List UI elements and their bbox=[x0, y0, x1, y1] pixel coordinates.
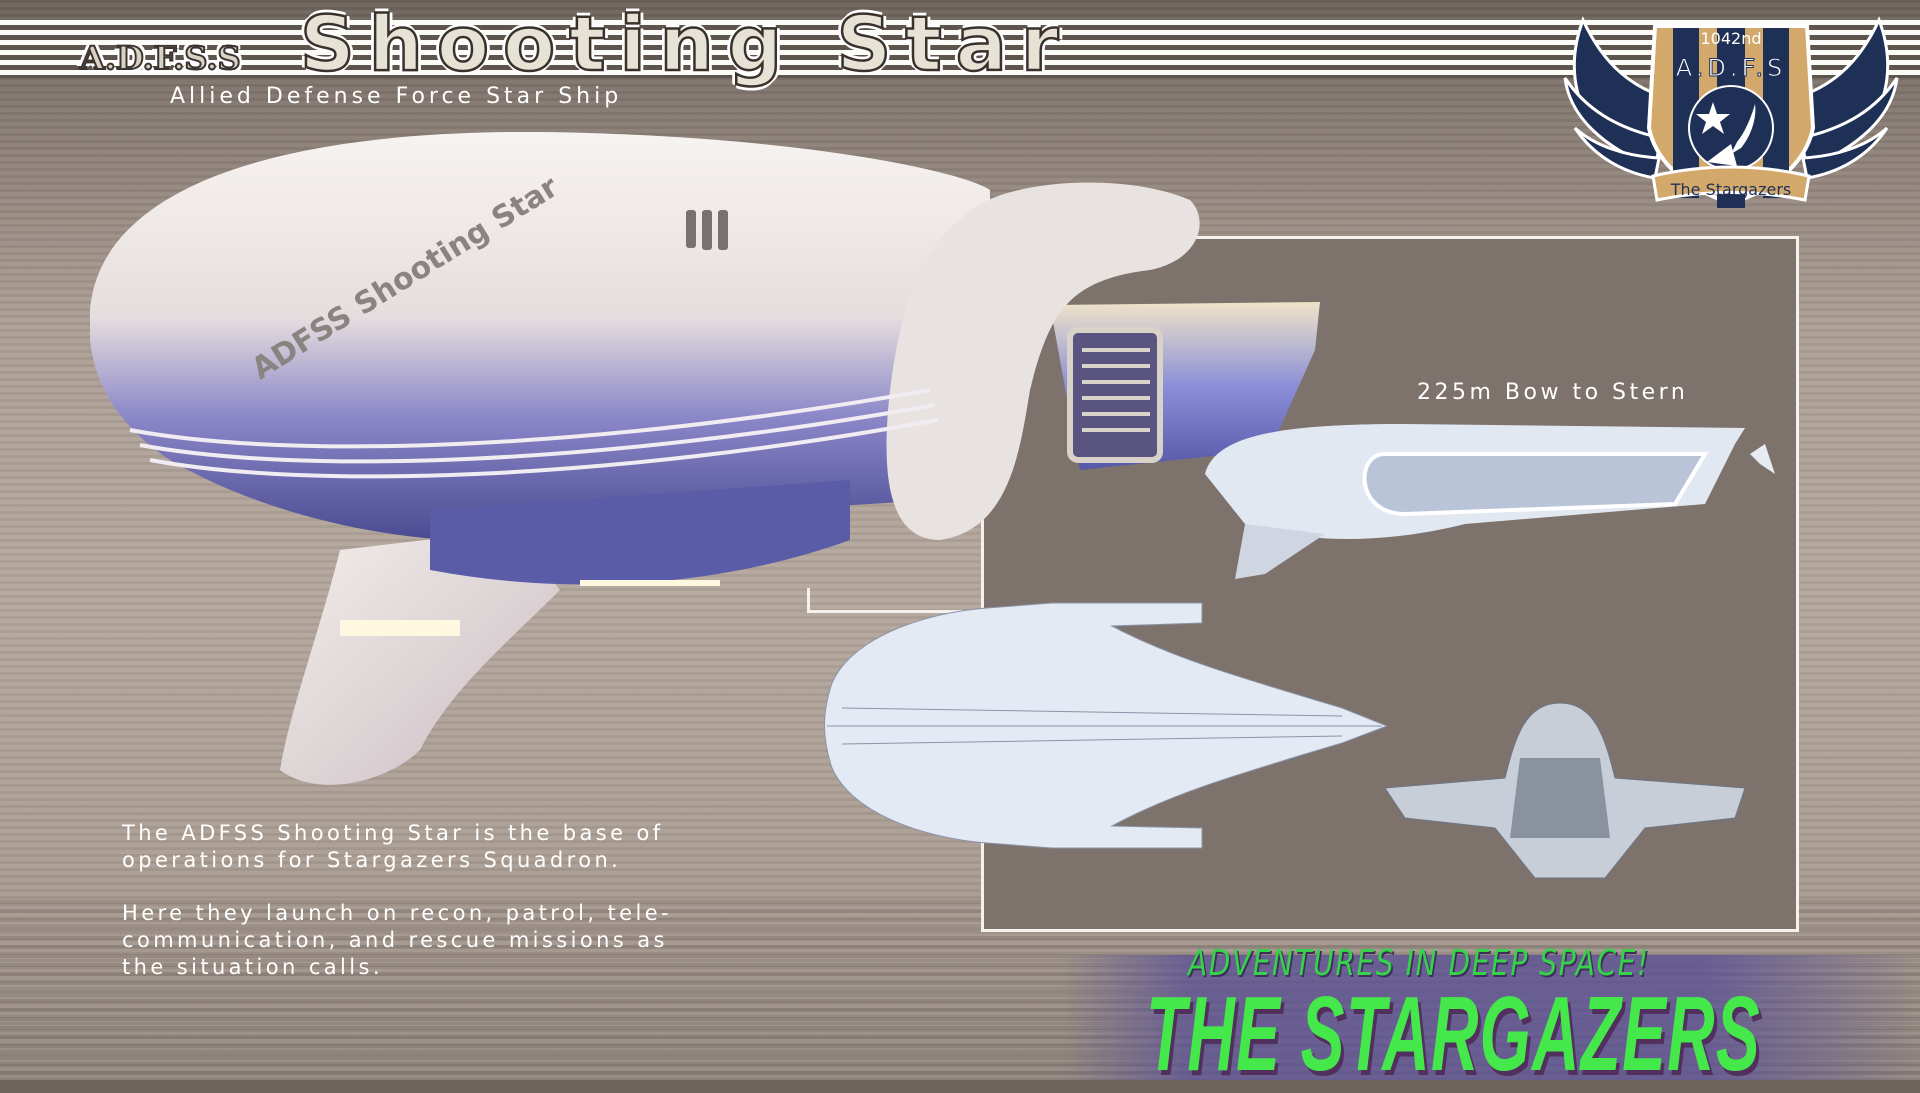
emblem-ribbon bbox=[1651, 165, 1811, 202]
description-line: operations for Stargazers Squadron. bbox=[122, 848, 622, 872]
title-prefix: A.D.F.S.S bbox=[79, 38, 242, 78]
tagline: ADVENTURES IN DEEP SPACE! bbox=[1188, 943, 1650, 984]
description-line: Here they launch on recon, patrol, tele- bbox=[122, 901, 673, 925]
scale-label: 225m Bow to Stern bbox=[1417, 380, 1689, 405]
ship-top-view bbox=[824, 602, 1389, 849]
star-icon bbox=[1696, 102, 1730, 134]
description-line: communication, and rescue missions as bbox=[122, 928, 668, 952]
emblem-banner: The Stargazers bbox=[1670, 180, 1792, 199]
page-subtitle: Allied Defense Force Star Ship bbox=[170, 84, 623, 109]
right-wing-icon bbox=[1793, 16, 1899, 180]
ship-hull bbox=[90, 131, 990, 542]
branding-band bbox=[1060, 955, 1920, 1080]
description-line: The ADFSS Shooting Star is the base of bbox=[122, 821, 664, 845]
left-wing-icon bbox=[1563, 16, 1669, 180]
connector-line bbox=[808, 610, 984, 613]
ship-grip bbox=[280, 530, 560, 785]
ship-nacelle bbox=[430, 480, 850, 585]
rocket-icon bbox=[1731, 104, 1756, 154]
emblem-unit: 1042nd bbox=[1700, 29, 1761, 48]
series-title-logo: THE STARGAZERS bbox=[1146, 975, 1761, 1093]
description-paragraph-1: The ADFSS Shooting Star is the base of o… bbox=[122, 820, 664, 874]
connector-line bbox=[807, 588, 810, 613]
ship-side-view bbox=[1205, 424, 1775, 579]
emblem-letters: A.D.F.S bbox=[1676, 54, 1787, 82]
connector-line bbox=[981, 540, 984, 612]
description-paragraph-2: Here they launch on recon, patrol, tele-… bbox=[122, 900, 672, 981]
ship-main-render: ADFSS Shooting Star bbox=[90, 131, 1320, 785]
fighter-scale-icon bbox=[1750, 444, 1775, 474]
ship-front-view bbox=[1385, 702, 1746, 879]
description-line: the situation calls. bbox=[122, 955, 383, 979]
ship-vent bbox=[1067, 327, 1163, 463]
page-title: Shooting Star bbox=[299, 0, 1073, 88]
ship-collar bbox=[886, 182, 1200, 540]
squadron-emblem: 1042nd A.D.F.S The Stargazers bbox=[1563, 16, 1899, 208]
